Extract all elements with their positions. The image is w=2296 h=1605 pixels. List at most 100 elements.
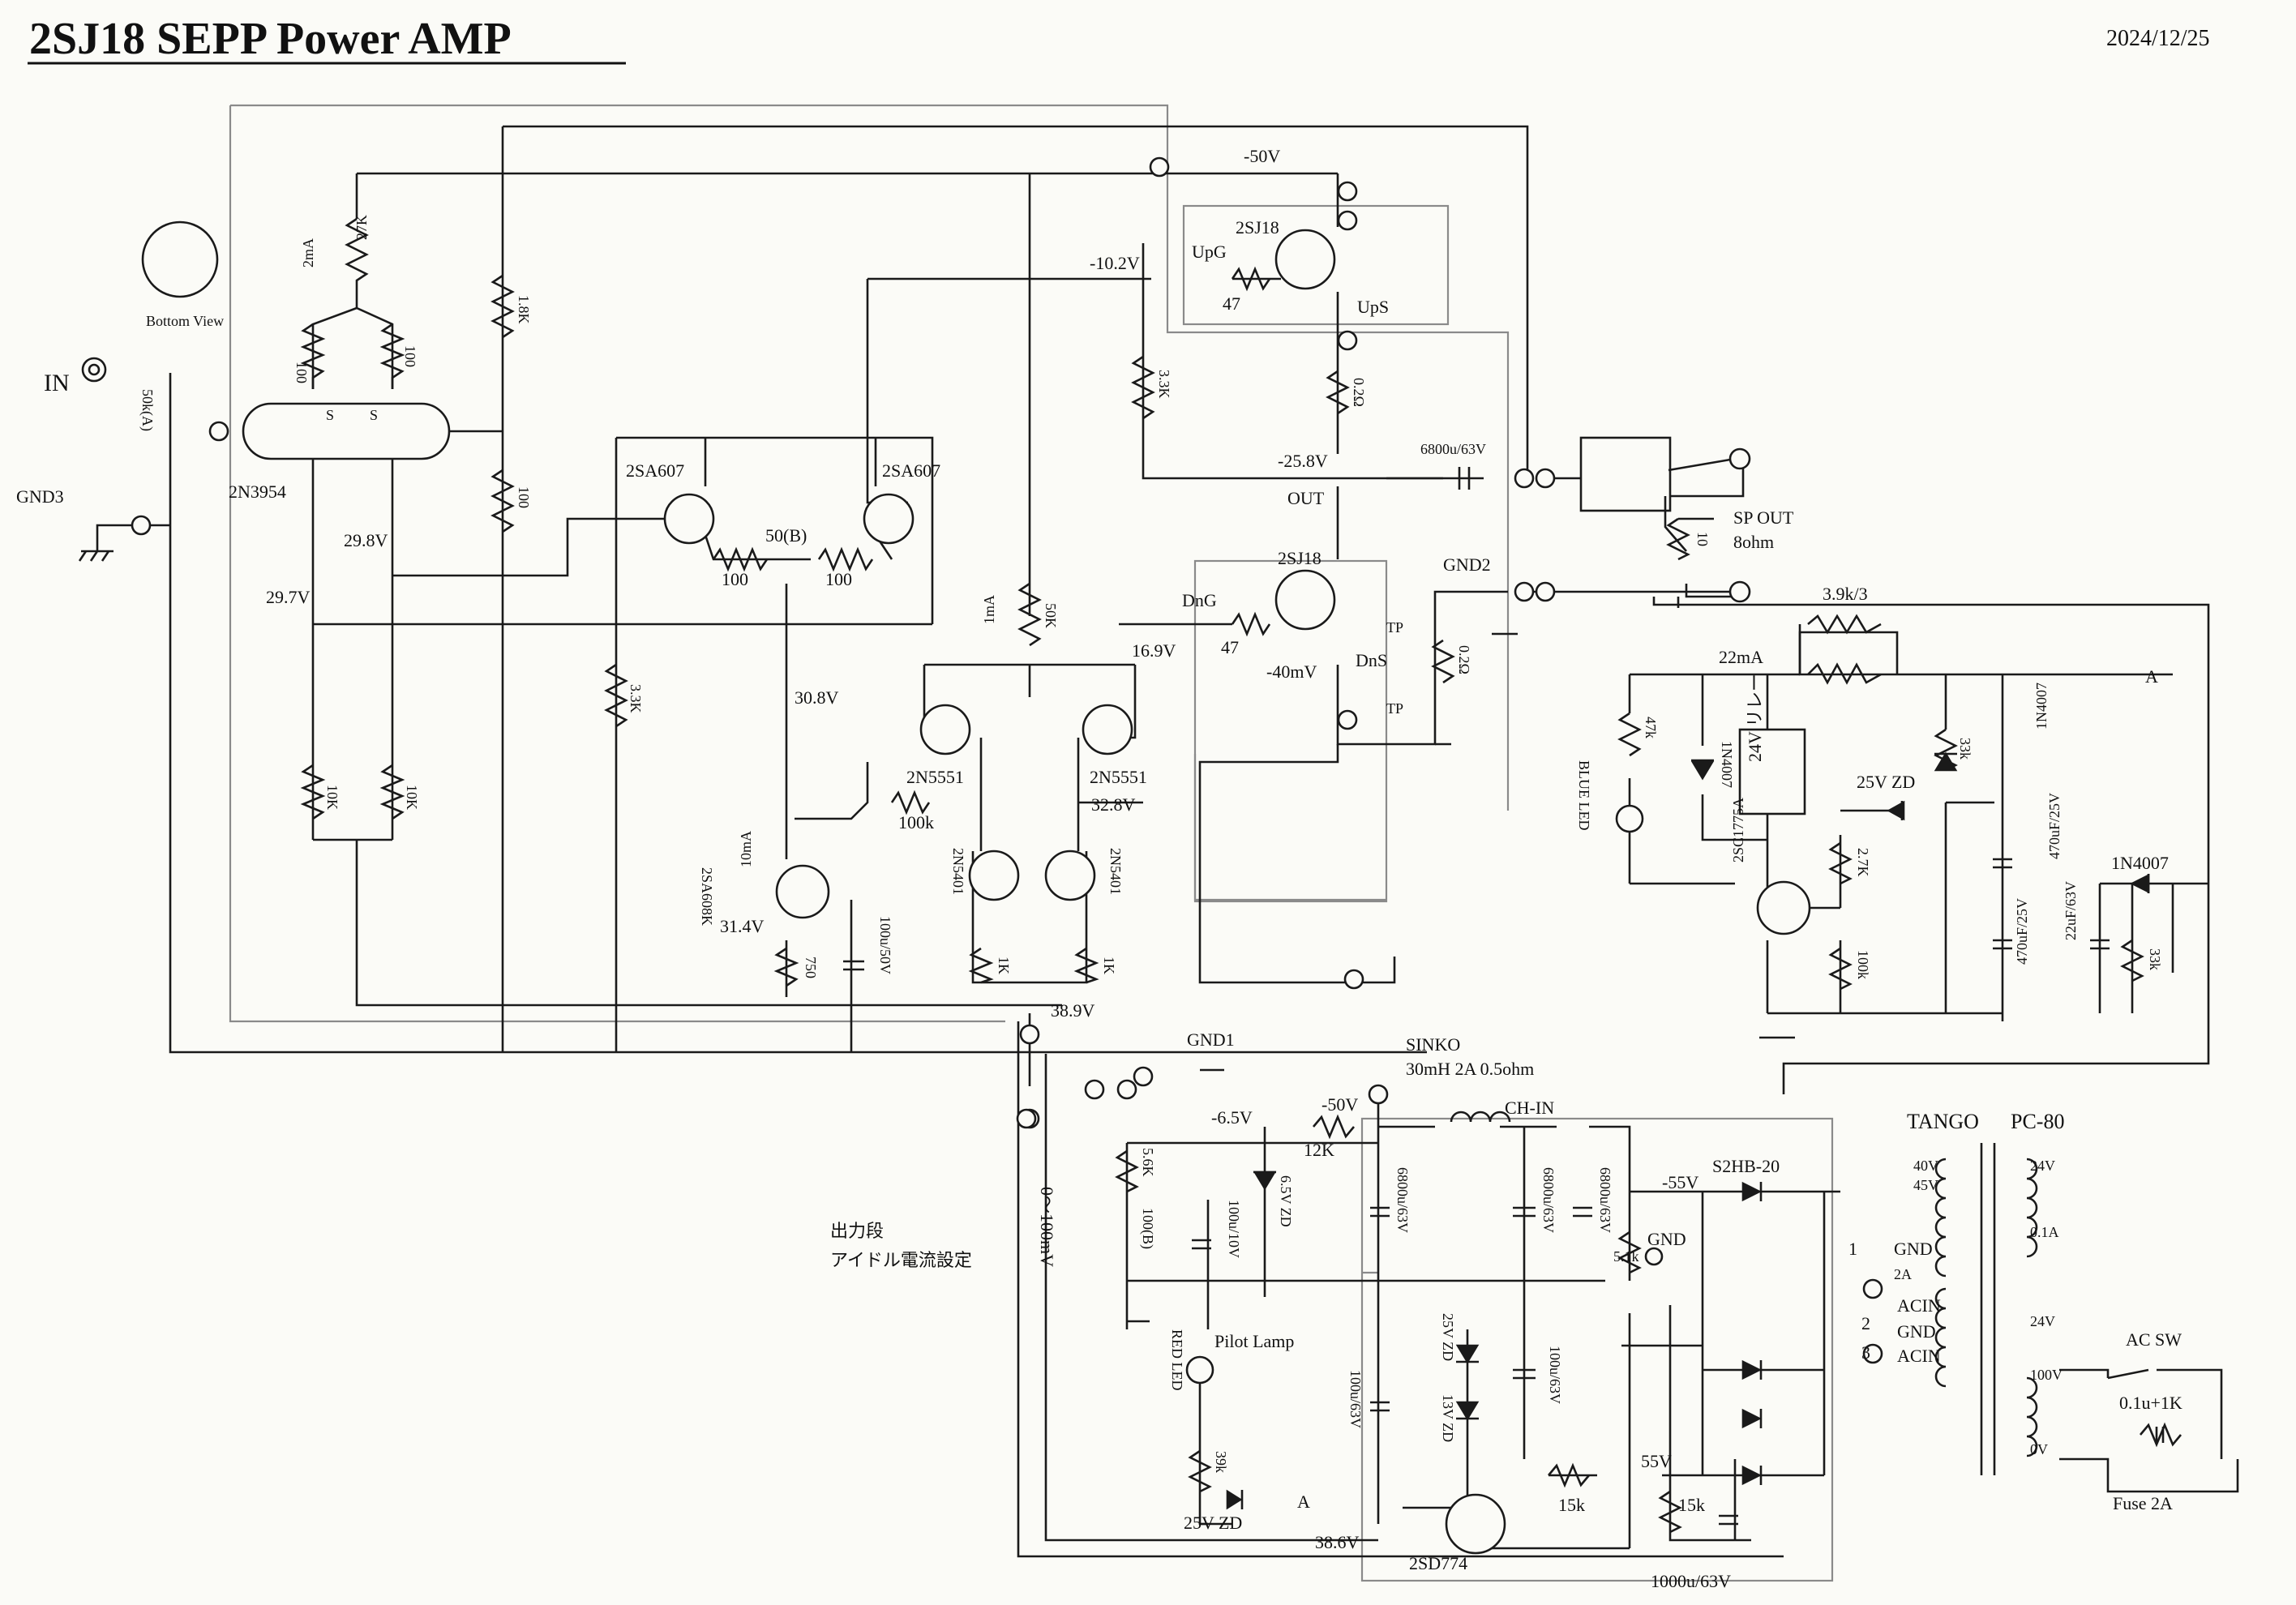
svg-text:CH-IN: CH-IN [1505,1098,1554,1118]
svg-text:100: 100 [825,569,852,589]
svg-text:GND: GND [1647,1229,1686,1249]
svg-text:Pilot Lamp: Pilot Lamp [1214,1331,1294,1351]
svg-text:RED LED: RED LED [1169,1329,1185,1391]
svg-text:5.1k: 5.1k [1613,1248,1639,1265]
svg-text:2A: 2A [1894,1266,1912,1282]
svg-text:25V ZD: 25V ZD [1440,1313,1456,1361]
svg-text:S2HB-20: S2HB-20 [1712,1156,1780,1176]
svg-text:47k: 47k [1643,717,1659,738]
svg-text:0～100mV: 0～100mV [1037,1187,1057,1267]
svg-text:-40mV: -40mV [1266,661,1317,682]
svg-text:100k: 100k [898,812,934,832]
svg-text:100: 100 [722,569,748,589]
svg-text:PC-80: PC-80 [2011,1110,2064,1133]
svg-text:2N3954: 2N3954 [229,481,286,502]
svg-text:100V: 100V [2030,1367,2063,1383]
svg-text:2SD774: 2SD774 [1409,1553,1467,1573]
svg-text:33k: 33k [2147,948,2163,970]
svg-text:-6.5V: -6.5V [1211,1107,1253,1128]
svg-text:0.1u+1K: 0.1u+1K [2119,1393,2182,1413]
svg-text:1.8K: 1.8K [516,295,532,324]
svg-text:30.8V: 30.8V [795,687,839,708]
ground-symbols [78,550,1795,1323]
svg-text:-50V: -50V [1321,1094,1358,1115]
svg-text:6.5V ZD: 6.5V ZD [1278,1175,1294,1227]
svg-text:31.4V: 31.4V [720,916,765,936]
main-wiring [96,125,2210,1558]
in-label: IN [44,370,70,396]
svg-text:50K: 50K [1043,603,1059,628]
svg-text:100k: 100k [1855,950,1871,979]
svg-text:2SJ18: 2SJ18 [1236,217,1279,238]
svg-text:29.8V: 29.8V [344,530,388,550]
svg-text:ACIN: ACIN [1897,1295,1941,1316]
svg-text:3: 3 [1861,1342,1870,1363]
svg-text:0.2Ω: 0.2Ω [1351,378,1367,407]
svg-text:6800u/63V: 6800u/63V [1420,441,1486,457]
svg-text:出力段: 出力段 [830,1221,884,1241]
svg-text:55V: 55V [1641,1451,1672,1471]
svg-text:750: 750 [803,957,819,978]
svg-text:1: 1 [1848,1239,1857,1259]
svg-text:10mA: 10mA [738,831,754,867]
svg-text:1N4007: 1N4007 [1719,741,1735,788]
svg-text:12K: 12K [1304,1140,1334,1160]
svg-text:100(B): 100(B) [1139,1208,1156,1249]
svg-text:470uF/25V: 470uF/25V [2046,793,2063,859]
svg-text:27K: 27K [353,215,370,240]
svg-text:0V: 0V [2030,1441,2048,1457]
svg-text:32.8V: 32.8V [1091,794,1136,815]
gray-wiring [229,104,1834,1582]
svg-text:0.1A: 0.1A [2030,1224,2059,1240]
svg-text:40V: 40V [1913,1158,1938,1174]
svg-text:100u/63V: 100u/63V [1347,1370,1364,1428]
svg-text:2SA608K: 2SA608K [699,867,715,926]
terminals [81,156,1883,1364]
svg-text:A: A [1297,1492,1310,1512]
svg-text:TP: TP [1386,619,1403,636]
svg-text:-55V: -55V [1662,1172,1698,1192]
svg-text:Fuse 2A: Fuse 2A [2113,1493,2173,1513]
svg-text:OUT: OUT [1287,488,1325,508]
svg-text:2mA: 2mA [300,238,316,268]
svg-text:3.3K: 3.3K [1156,370,1172,399]
svg-text:AC SW: AC SW [2126,1329,2182,1350]
svg-text:38.9V: 38.9V [1051,1000,1095,1021]
svg-text:SP OUT: SP OUT [1733,507,1794,528]
svg-text:GND: GND [1897,1321,1936,1342]
svg-text:22uF/63V: 22uF/63V [2063,881,2079,940]
svg-text:DnS: DnS [1356,650,1387,670]
svg-text:BLUE LED: BLUE LED [1576,760,1592,830]
resistors [300,217,2182,1534]
svg-text:16.9V: 16.9V [1132,640,1176,661]
svg-text:2SJ18: 2SJ18 [1278,548,1321,568]
svg-text:47: 47 [1223,293,1240,314]
svg-text:33k: 33k [1957,738,1973,760]
date-stamp: 2024/12/25 [2106,26,2210,51]
svg-text:1K: 1K [1101,957,1117,974]
svg-text:UpS: UpS [1357,297,1389,317]
svg-text:100: 100 [402,345,418,367]
svg-text:8ohm: 8ohm [1733,532,1774,552]
svg-text:0.2Ω: 0.2Ω [1456,645,1472,674]
svg-text:2.7K: 2.7K [1855,848,1871,877]
svg-text:15k: 15k [1558,1495,1585,1515]
svg-text:50(B): 50(B) [765,525,807,546]
svg-text:38.6V: 38.6V [1315,1532,1360,1552]
svg-text:GND2: GND2 [1443,554,1491,575]
svg-text:TANGO: TANGO [1907,1110,1979,1133]
svg-text:100u/10V: 100u/10V [1226,1200,1242,1258]
svg-text:30mH 2A 0.5ohm: 30mH 2A 0.5ohm [1406,1059,1534,1079]
svg-text:6800u/63V: 6800u/63V [1394,1167,1411,1233]
svg-text:24V リレー: 24V リレー [1745,674,1765,762]
power-transformer [1450,1111,2239,1493]
svg-text:3.3K: 3.3K [628,684,644,713]
svg-text:2N5551: 2N5551 [906,767,964,787]
svg-text:2SC1775A: 2SC1775A [1730,798,1746,862]
svg-text:-25.8V: -25.8V [1278,451,1328,471]
svg-text:3.9k/3: 3.9k/3 [1823,584,1868,604]
gnd3-label: GND3 [16,486,64,507]
svg-text:1K: 1K [996,957,1012,974]
svg-text:-10.2V: -10.2V [1090,253,1140,273]
